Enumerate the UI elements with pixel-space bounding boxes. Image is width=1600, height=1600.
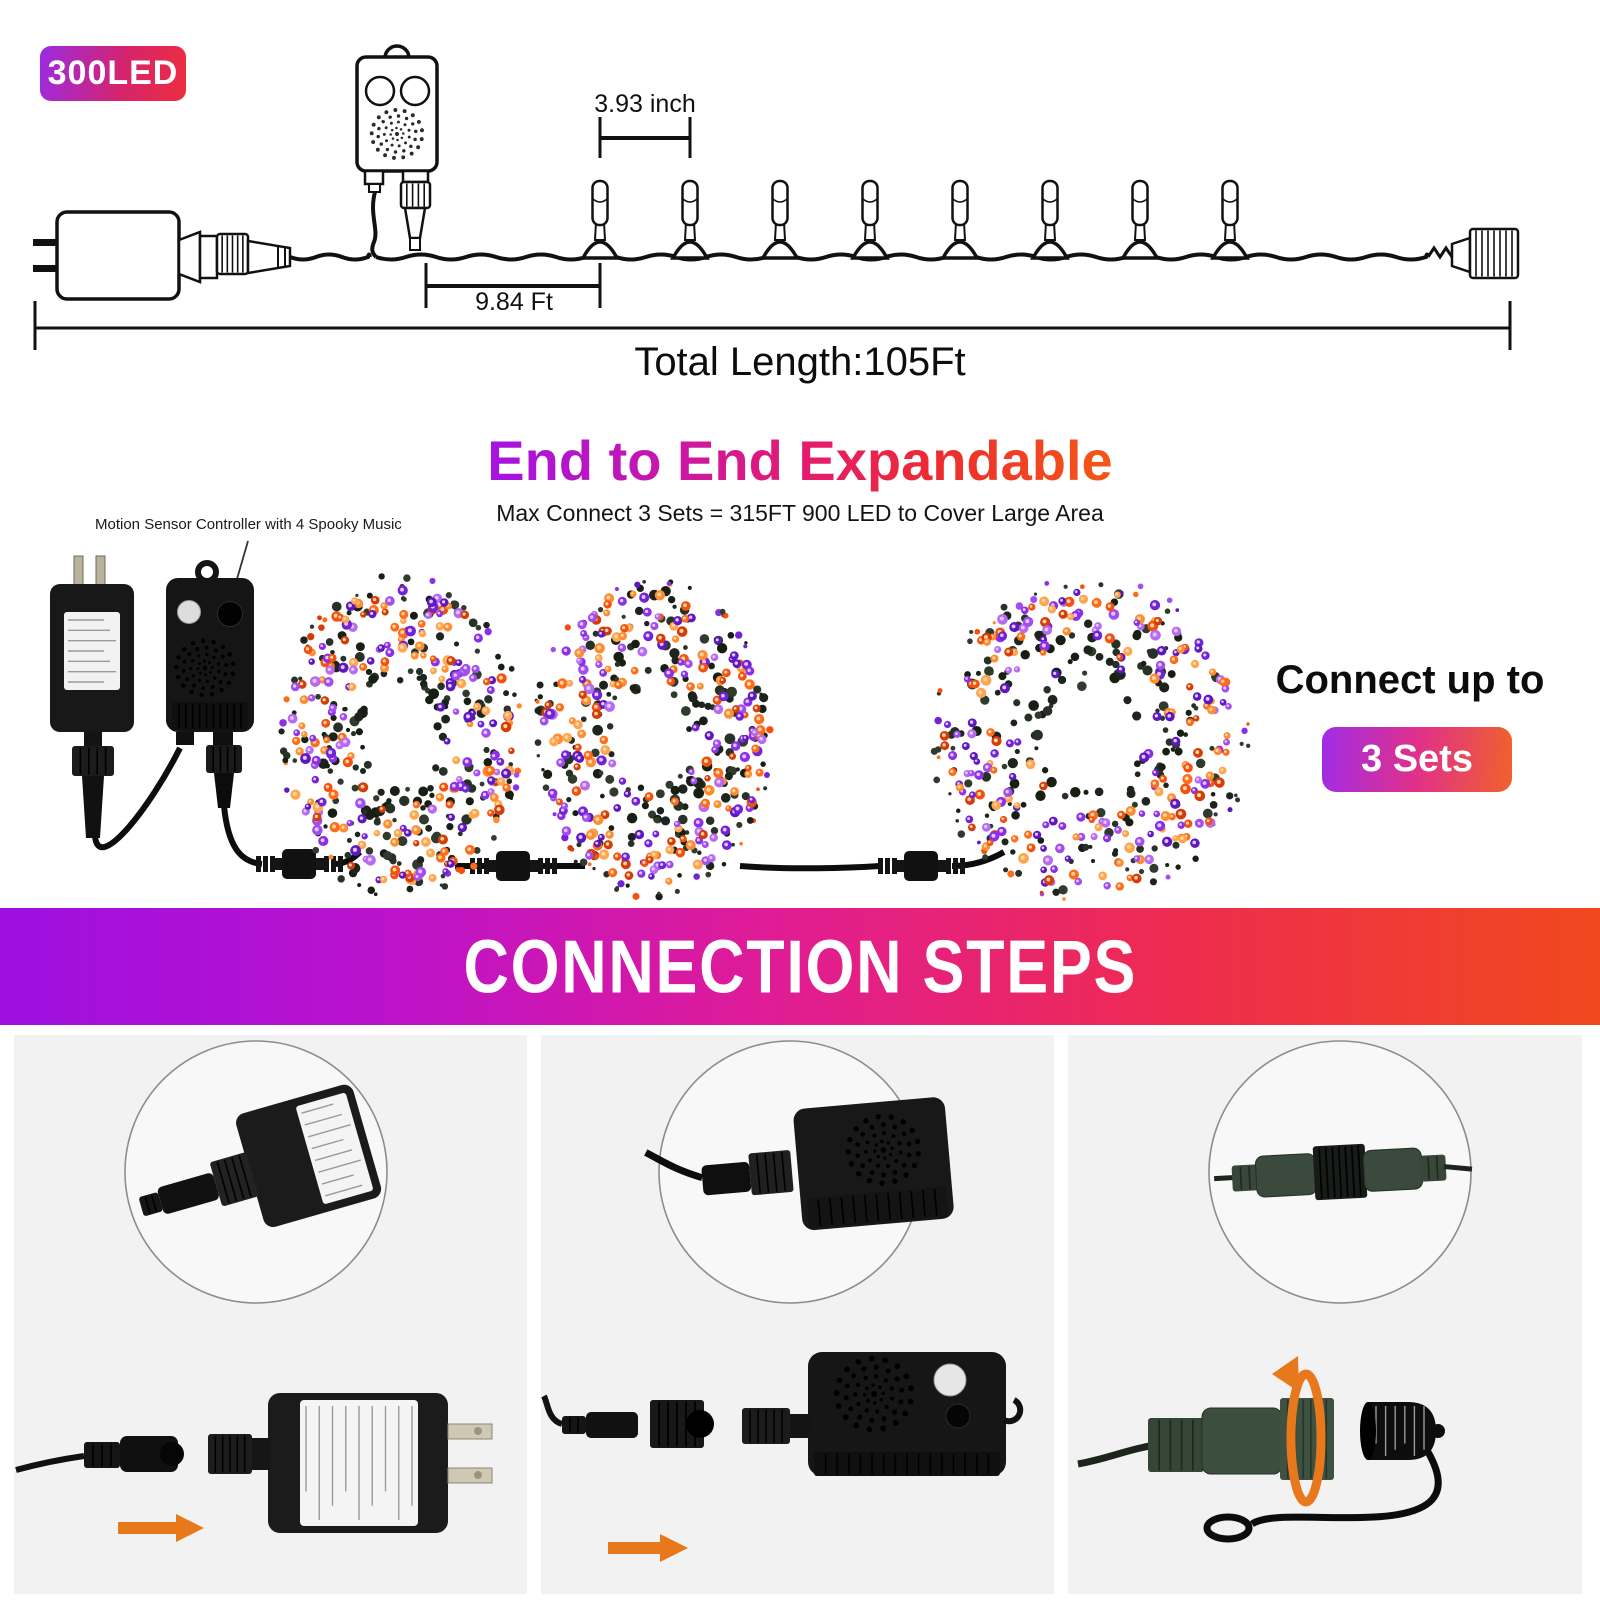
mode-knob-icon xyxy=(945,1403,971,1429)
controller-button-icon xyxy=(364,75,396,107)
step1-bottom-photo xyxy=(15,1393,493,1542)
bulb-spacing-label: 3.93 inch xyxy=(594,90,696,118)
music-controller-photo xyxy=(166,560,254,745)
rotate-arrow-icon xyxy=(1286,1369,1326,1507)
adapter-nozzle-drawing xyxy=(246,239,292,275)
plug-prong xyxy=(447,1423,493,1440)
cap-tether xyxy=(1250,1450,1442,1528)
motion-sensor-icon xyxy=(933,1363,967,1397)
step1-arrow-icon xyxy=(118,1514,204,1542)
power-adapter-drawing xyxy=(33,210,219,301)
adapter-coupling-photo xyxy=(72,746,114,776)
lead-wire xyxy=(289,252,372,262)
connection-steps-banner: CONNECTION STEPS xyxy=(0,908,1600,1025)
light-wreath-3 xyxy=(930,580,1251,901)
main-wire xyxy=(375,252,1430,262)
connector-cap xyxy=(1368,1402,1436,1460)
light-wreath-1 xyxy=(278,573,522,897)
adapter-plug-photo xyxy=(82,776,104,838)
step2-inset-circle xyxy=(644,1040,954,1304)
motion-sensor-icon xyxy=(177,600,201,624)
music-controller-drawing xyxy=(355,44,439,193)
speaker-holes-icon xyxy=(833,1355,914,1433)
section-subtitle: Max Connect 3 Sets = 315FT 900 LED to Co… xyxy=(496,500,1104,526)
controller-output-connector-drawing xyxy=(399,180,432,210)
section-title-text: End to End Expandable xyxy=(487,429,1113,492)
speaker-holes-icon xyxy=(174,638,236,698)
end-connector-drawing xyxy=(1426,236,1472,274)
lead-length-label: 9.84 Ft xyxy=(475,288,553,316)
controller-coupling-photo xyxy=(206,745,242,773)
plug-prong xyxy=(447,1467,493,1484)
mode-knob-icon xyxy=(217,601,243,627)
led-count-badge: 300LED xyxy=(40,46,186,101)
inline-connector xyxy=(878,851,965,881)
step3-bottom-photo xyxy=(1077,1356,1445,1543)
step2-bottom-photo xyxy=(541,1352,1024,1562)
section-title: End to End Expandable xyxy=(0,428,1600,493)
spacing-dimension xyxy=(598,117,692,158)
sets-count-badge: 3 Sets xyxy=(1322,727,1512,792)
step1-inset-circle xyxy=(124,1040,388,1304)
end-connector-barrel xyxy=(1468,227,1520,280)
connection-steps-photos xyxy=(14,1035,1582,1594)
string-light-diagram xyxy=(33,44,1520,350)
speaker-holes-icon xyxy=(845,1114,922,1186)
controller-drop-wire xyxy=(370,191,378,259)
note-pointer-line xyxy=(236,540,249,580)
connect-up-to-label: Connect up to xyxy=(1275,658,1545,702)
step2-arrow-icon xyxy=(608,1534,688,1562)
rotate-arrowhead-icon xyxy=(1272,1356,1299,1392)
controller-button-icon xyxy=(399,75,431,107)
controller-note: Motion Sensor Controller with 4 Spooky M… xyxy=(95,516,402,533)
step3-inset-circle xyxy=(1208,1040,1473,1304)
inline-connector xyxy=(256,849,343,879)
lead-dimension xyxy=(424,263,602,308)
controller-output-nozzle xyxy=(403,206,427,251)
light-wreath-2 xyxy=(534,579,774,901)
expandable-kit-illustration xyxy=(50,540,1251,901)
cap-tether-loop xyxy=(1203,1513,1253,1543)
speaker-holes-icon xyxy=(369,108,424,160)
adapter-connector-drawing xyxy=(215,232,250,276)
controller-plug-photo xyxy=(214,773,234,808)
banner-title: CONNECTION STEPS xyxy=(463,924,1137,1009)
total-dimension xyxy=(33,301,1512,350)
led-bulbs-drawing xyxy=(580,179,1250,260)
power-adapter-photo xyxy=(50,555,134,746)
total-length-label: Total Length:105Ft xyxy=(634,340,966,384)
